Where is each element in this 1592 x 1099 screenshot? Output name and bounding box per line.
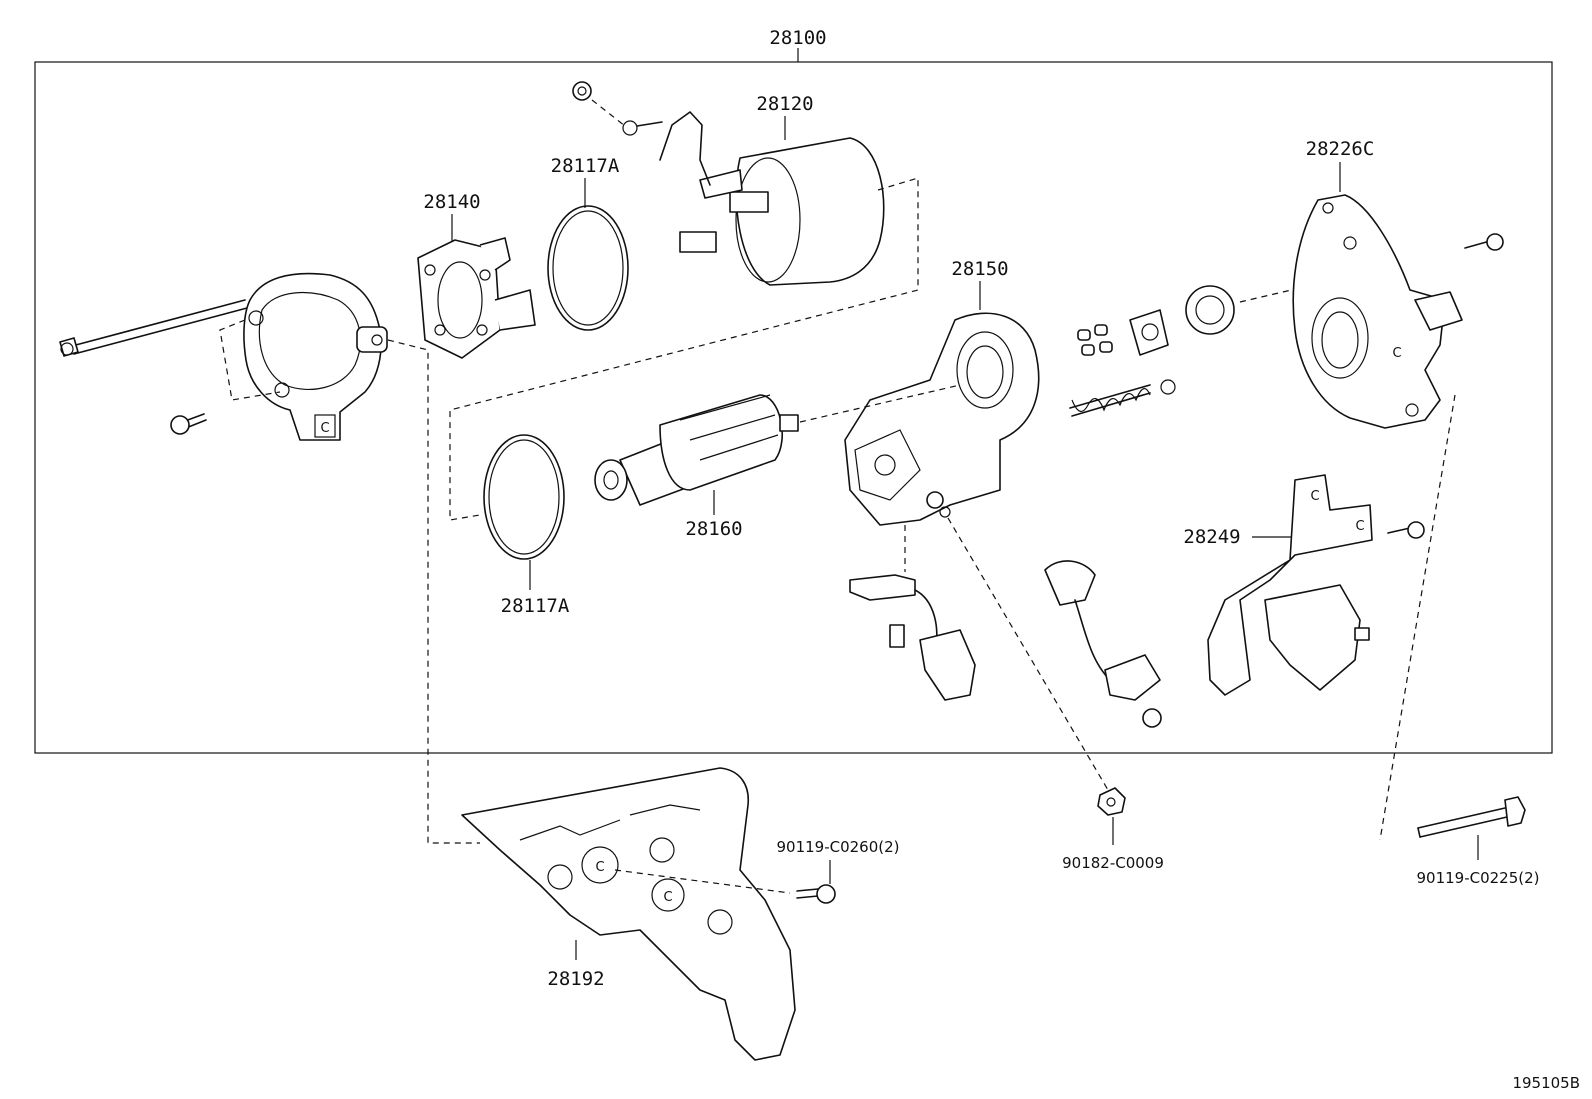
pinion-parts <box>1069 285 1235 417</box>
callout-28120[interactable]: 28120 <box>756 93 813 115</box>
callout-28249[interactable]: 28249 <box>1183 526 1240 548</box>
illustration-code: 195105B <box>1512 1074 1580 1092</box>
callout-28100[interactable]: 28100 <box>769 27 826 49</box>
c-mark: C <box>663 890 672 905</box>
wire-harness <box>849 574 976 701</box>
bolt-shield <box>796 884 836 904</box>
oring-upper <box>547 205 629 331</box>
assembly-frame <box>34 61 1553 754</box>
screw-bracket <box>1387 521 1425 539</box>
drive-housing: C <box>1292 194 1463 429</box>
dashed-guide <box>449 177 919 521</box>
c-mark: C <box>1310 489 1319 504</box>
armature <box>594 394 799 506</box>
commutator-frame <box>844 312 1040 526</box>
heat-shield: C C <box>461 767 796 1061</box>
callout-28140[interactable]: 28140 <box>423 191 480 213</box>
callout-90182-c0009[interactable]: 90182-C0009 <box>1062 854 1164 872</box>
c-mark: C <box>1355 519 1364 534</box>
dashed-guide <box>387 339 480 844</box>
screw-right-top <box>1464 233 1504 251</box>
bolt-long-bottom <box>1417 796 1526 838</box>
c-mark: C <box>1392 346 1401 361</box>
screw-small-left <box>170 413 207 435</box>
callout-28192[interactable]: 28192 <box>547 968 604 990</box>
yoke <box>679 137 885 286</box>
wire-harness-right <box>1044 560 1162 728</box>
callout-90119-c0260[interactable]: 90119-C0260(2) <box>776 838 899 856</box>
callout-28226c[interactable]: 28226C <box>1306 138 1375 160</box>
callout-28160[interactable]: 28160 <box>685 518 742 540</box>
callout-28150[interactable]: 28150 <box>951 258 1008 280</box>
brush-holder <box>417 237 536 359</box>
nut-top <box>572 81 592 101</box>
bracket: C C <box>1207 474 1373 696</box>
dashed-guide <box>219 319 281 401</box>
callout-28117a-upper[interactable]: 28117A <box>551 155 620 177</box>
c-mark: C <box>320 421 329 436</box>
end-frame: C <box>243 272 388 441</box>
oring-lower <box>483 434 565 560</box>
lead-wire <box>622 111 711 186</box>
through-bolt-long <box>59 299 248 357</box>
c-mark: C <box>595 860 604 875</box>
callout-28117a-lower[interactable]: 28117A <box>501 595 570 617</box>
nut-bottom <box>1097 787 1126 816</box>
callout-90119-c0225[interactable]: 90119-C0225(2) <box>1416 869 1539 887</box>
